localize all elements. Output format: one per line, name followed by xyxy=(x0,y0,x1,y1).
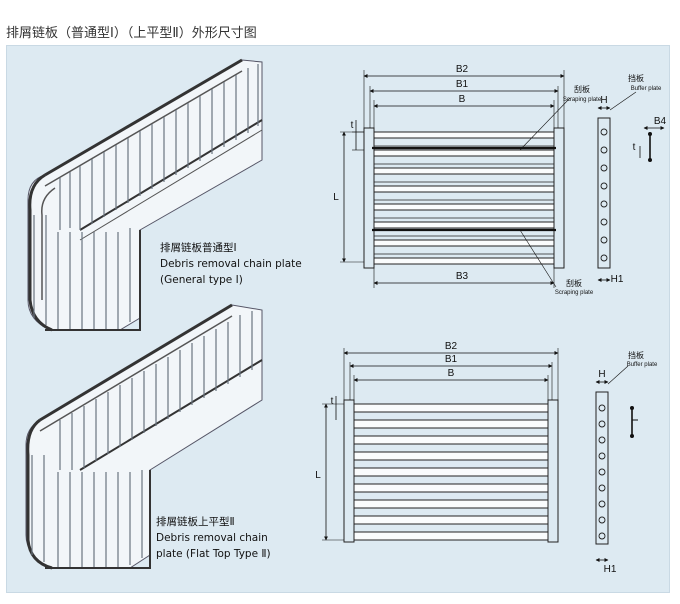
label-scraping-en-top: Scraping plate xyxy=(563,97,602,103)
caption-general-en-2: (General type Ⅰ) xyxy=(160,274,243,286)
chain-iso-general xyxy=(27,58,263,332)
label-buffer-cn-bottom: 挡板 xyxy=(628,350,644,360)
chain-iso-flat-top xyxy=(25,303,263,570)
caption-general-en-1: Debris removal chain plate xyxy=(160,258,302,270)
label-scraping-cn-bottom: 刮板 xyxy=(566,278,582,288)
label-scraping-cn-top: 刮板 xyxy=(574,84,590,94)
dim-b-bottom: B xyxy=(448,368,455,379)
dim-t-bottom: t xyxy=(331,396,334,407)
dim-b1-top: B1 xyxy=(456,79,469,90)
dim-h1-bottom: H1 xyxy=(604,564,617,575)
drawing-flat-top-view xyxy=(322,348,559,543)
caption-flat-cn: 排屑链板上平型Ⅱ xyxy=(156,516,235,528)
caption-general-cn: 排屑链板普通型Ⅰ xyxy=(160,242,237,254)
label-buffer-en-top: Buffer plate xyxy=(631,86,662,92)
dim-t-top: t xyxy=(351,120,354,131)
dim-h-bottom: H xyxy=(598,369,605,380)
drawing-general-side-view xyxy=(597,91,665,282)
dim-b2-bottom: B2 xyxy=(445,341,458,352)
page-title: 排屑链板（普通型Ⅰ）（上平型Ⅱ）外形尺寸图 xyxy=(6,26,257,41)
dim-b2-top: B2 xyxy=(456,64,469,75)
label-buffer-cn-top: 挡板 xyxy=(628,73,644,83)
dim-b1-bottom: B1 xyxy=(445,354,458,365)
caption-general-type: 排屑链板普通型Ⅰ Debris removal chain plate (Gen… xyxy=(160,240,302,288)
drawing-general-top-view xyxy=(340,70,571,288)
dim-b-top: B xyxy=(459,94,466,105)
label-buffer-en-bottom: Buffer plate xyxy=(627,362,658,368)
label-scraping-en-bottom: Scraping plate xyxy=(555,290,594,296)
caption-flat-en-2: plate (Flat Top Type Ⅱ) xyxy=(156,548,271,560)
caption-flat-top-type: 排屑链板上平型Ⅱ Debris removal chain plate (Fla… xyxy=(156,514,271,562)
dim-b4: B4 xyxy=(654,116,667,127)
dim-h1-top: H1 xyxy=(611,274,624,285)
dim-l-bottom: L xyxy=(315,470,321,481)
caption-flat-en-1: Debris removal chain xyxy=(156,532,268,544)
dim-h-top: H xyxy=(600,95,607,106)
drawing-flat-side-view xyxy=(595,365,638,562)
dim-b3: B3 xyxy=(456,271,469,282)
dim-l-top: L xyxy=(333,192,339,203)
dim-t-detail: t xyxy=(633,142,636,153)
